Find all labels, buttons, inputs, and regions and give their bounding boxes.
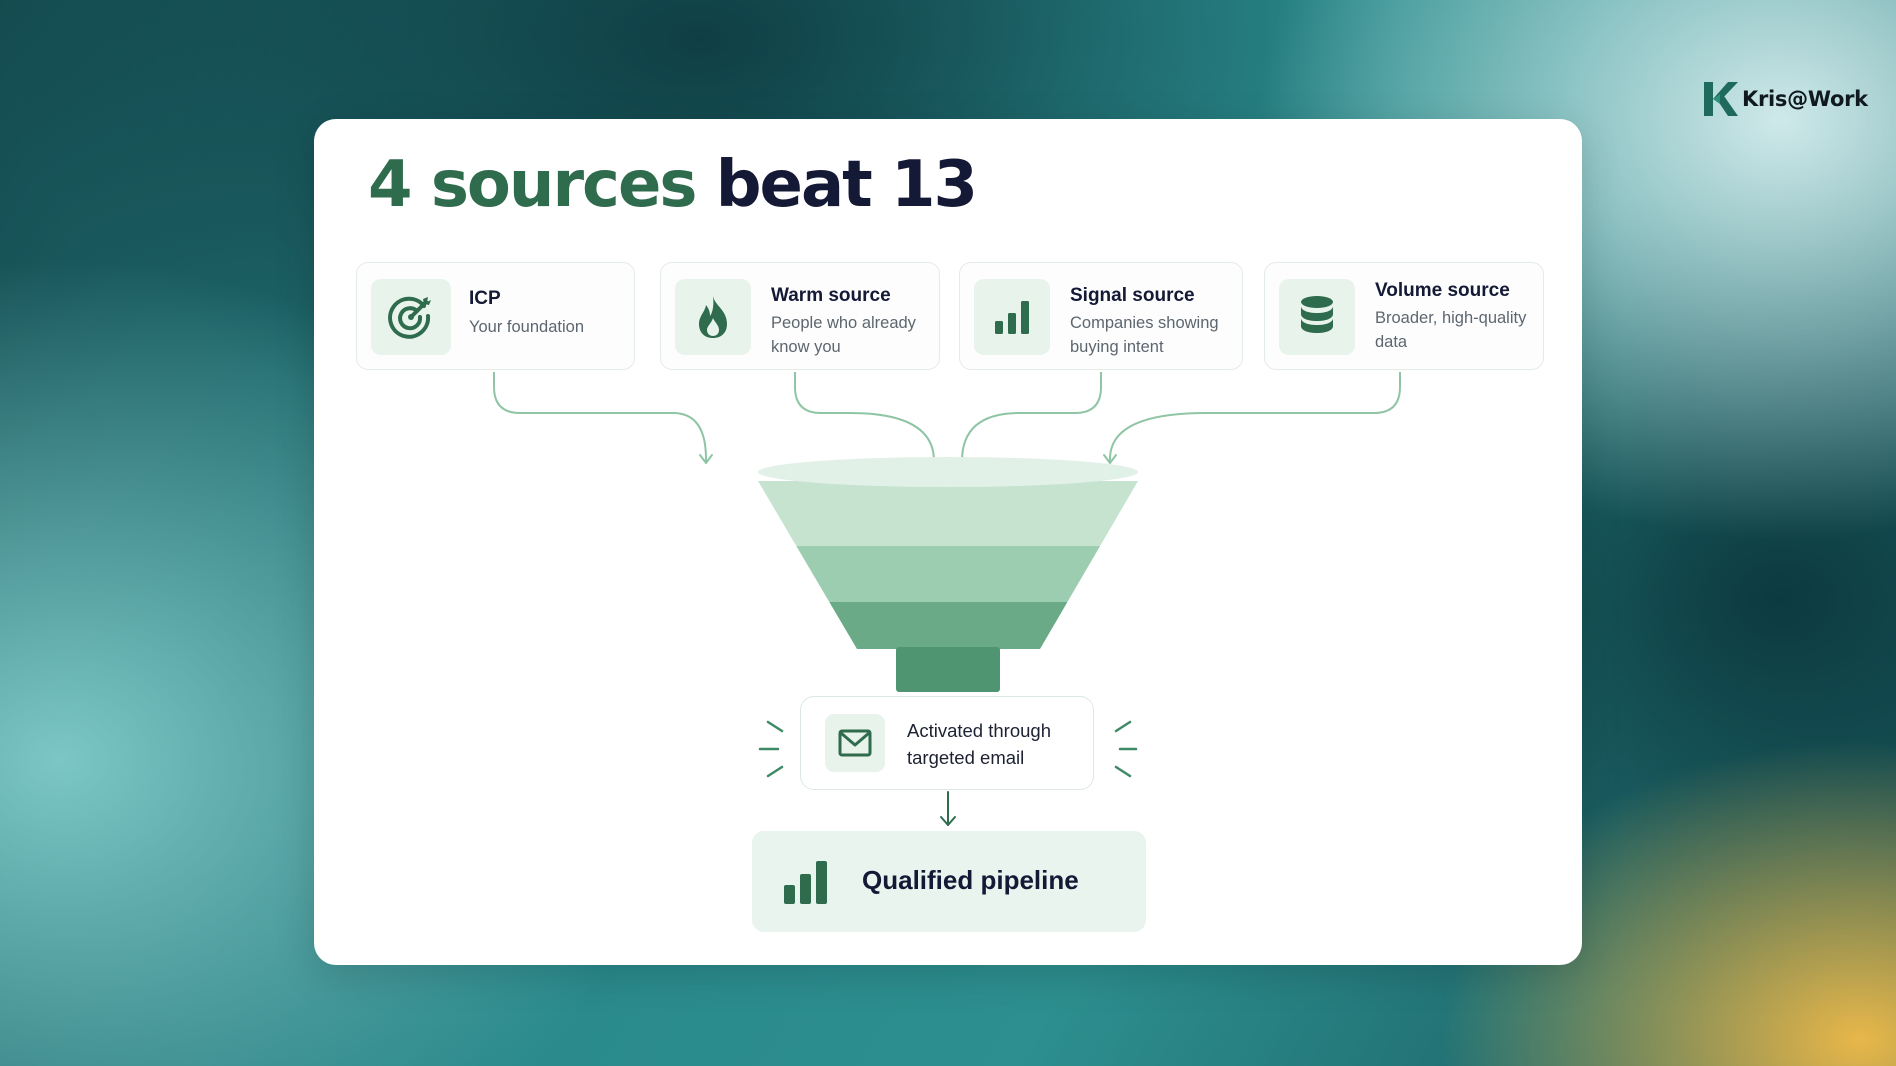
k-logo-icon <box>1704 82 1738 116</box>
connector-warm <box>794 372 935 469</box>
title-rest: beat 13 <box>715 148 978 222</box>
brand-name: Kris@Work <box>1742 87 1868 111</box>
source-title: ICP <box>469 288 501 309</box>
activation-sparkles <box>758 720 1138 778</box>
arrowhead-pipeline <box>940 816 956 826</box>
envelope-icon <box>838 729 872 757</box>
funnel <box>758 481 1138 649</box>
connector-signal <box>961 372 1102 469</box>
source-description: Your foundation <box>469 318 584 336</box>
source-card-icp: ICP Your foundation <box>356 262 635 370</box>
activation-label: Activated through targeted email <box>907 720 1051 768</box>
source-description: People who already know you <box>771 314 916 356</box>
connector-icp <box>493 372 707 463</box>
bar-chart-icon <box>784 861 827 904</box>
page-title: 4 sources beat 13 <box>368 147 978 224</box>
arrowhead-volume <box>1103 454 1117 464</box>
source-card-warm: Warm source People who already know you <box>660 262 940 370</box>
source-card-volume: Volume source Broader, high-quality data <box>1264 262 1544 370</box>
source-card-signal: Signal source Companies showing buying i… <box>959 262 1243 370</box>
target-icon <box>388 296 431 339</box>
flame-icon <box>699 296 727 338</box>
connector-volume <box>1109 372 1401 463</box>
bar-chart-icon <box>995 301 1029 334</box>
source-description: Companies showing buying intent <box>1070 314 1219 356</box>
funnel-spout <box>896 647 1000 692</box>
arrowhead-icp <box>699 454 713 464</box>
flow-diagram <box>493 372 1401 909</box>
source-title: Signal source <box>1070 285 1195 306</box>
brand-logo: Kris@Work <box>1702 80 1868 118</box>
qualified-pipeline-box: Qualified pipeline <box>752 831 1146 932</box>
activation-box: Activated through targeted email <box>800 696 1094 790</box>
pipeline-label: Qualified pipeline <box>862 865 1079 895</box>
database-icon <box>1301 296 1333 333</box>
title-highlight: 4 sources <box>368 148 697 222</box>
funnel-rim <box>758 457 1138 487</box>
source-description: Broader, high-quality data <box>1375 309 1527 351</box>
source-title: Volume source <box>1375 280 1510 301</box>
source-title: Warm source <box>771 285 891 306</box>
diagram-card: 4 sources beat 13 <box>314 119 1582 965</box>
